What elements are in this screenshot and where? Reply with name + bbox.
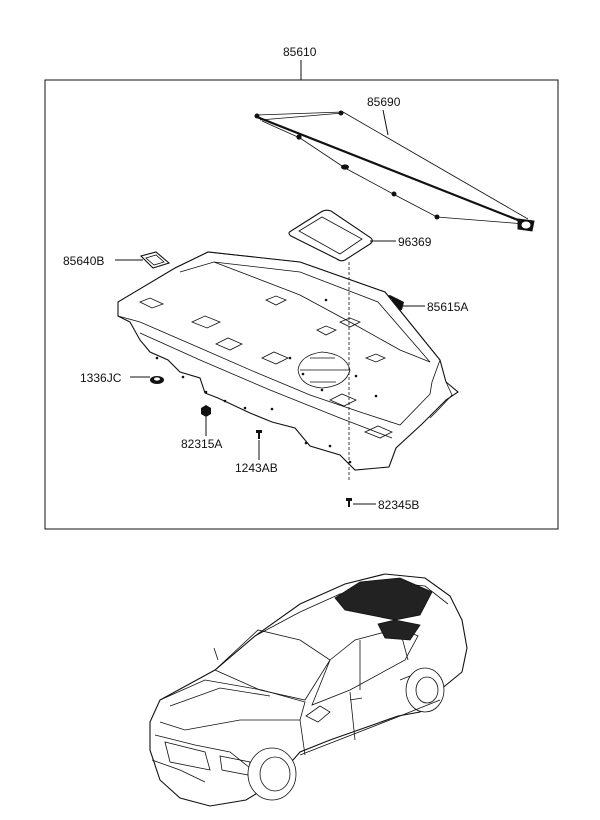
vehicle-illustration — [149, 573, 468, 807]
callout-1243AB: 1243AB — [235, 461, 278, 475]
cover-rod-85690 — [254, 110, 535, 232]
callout-82315A: 82315A — [181, 437, 222, 451]
package-tray — [117, 251, 459, 471]
callout-85690: 85690 — [367, 95, 401, 109]
callout-85610: 85610 — [283, 45, 317, 59]
grommet-1336JC — [150, 376, 164, 384]
screw-82345B — [346, 498, 352, 507]
leader-85690 — [382, 109, 389, 136]
grille-96369 — [288, 209, 373, 262]
callout-1336JC: 1336JC — [80, 371, 122, 385]
callout-96369: 96369 — [398, 235, 432, 249]
nut-82315A — [201, 405, 211, 417]
assembly-frame — [44, 79, 559, 530]
callout-85640B: 85640B — [63, 254, 104, 268]
callout-82345B: 82345B — [378, 498, 419, 512]
cover-85640B — [139, 251, 171, 269]
callout-85615A: 85615A — [427, 300, 468, 314]
screw-1243AB — [256, 430, 262, 439]
